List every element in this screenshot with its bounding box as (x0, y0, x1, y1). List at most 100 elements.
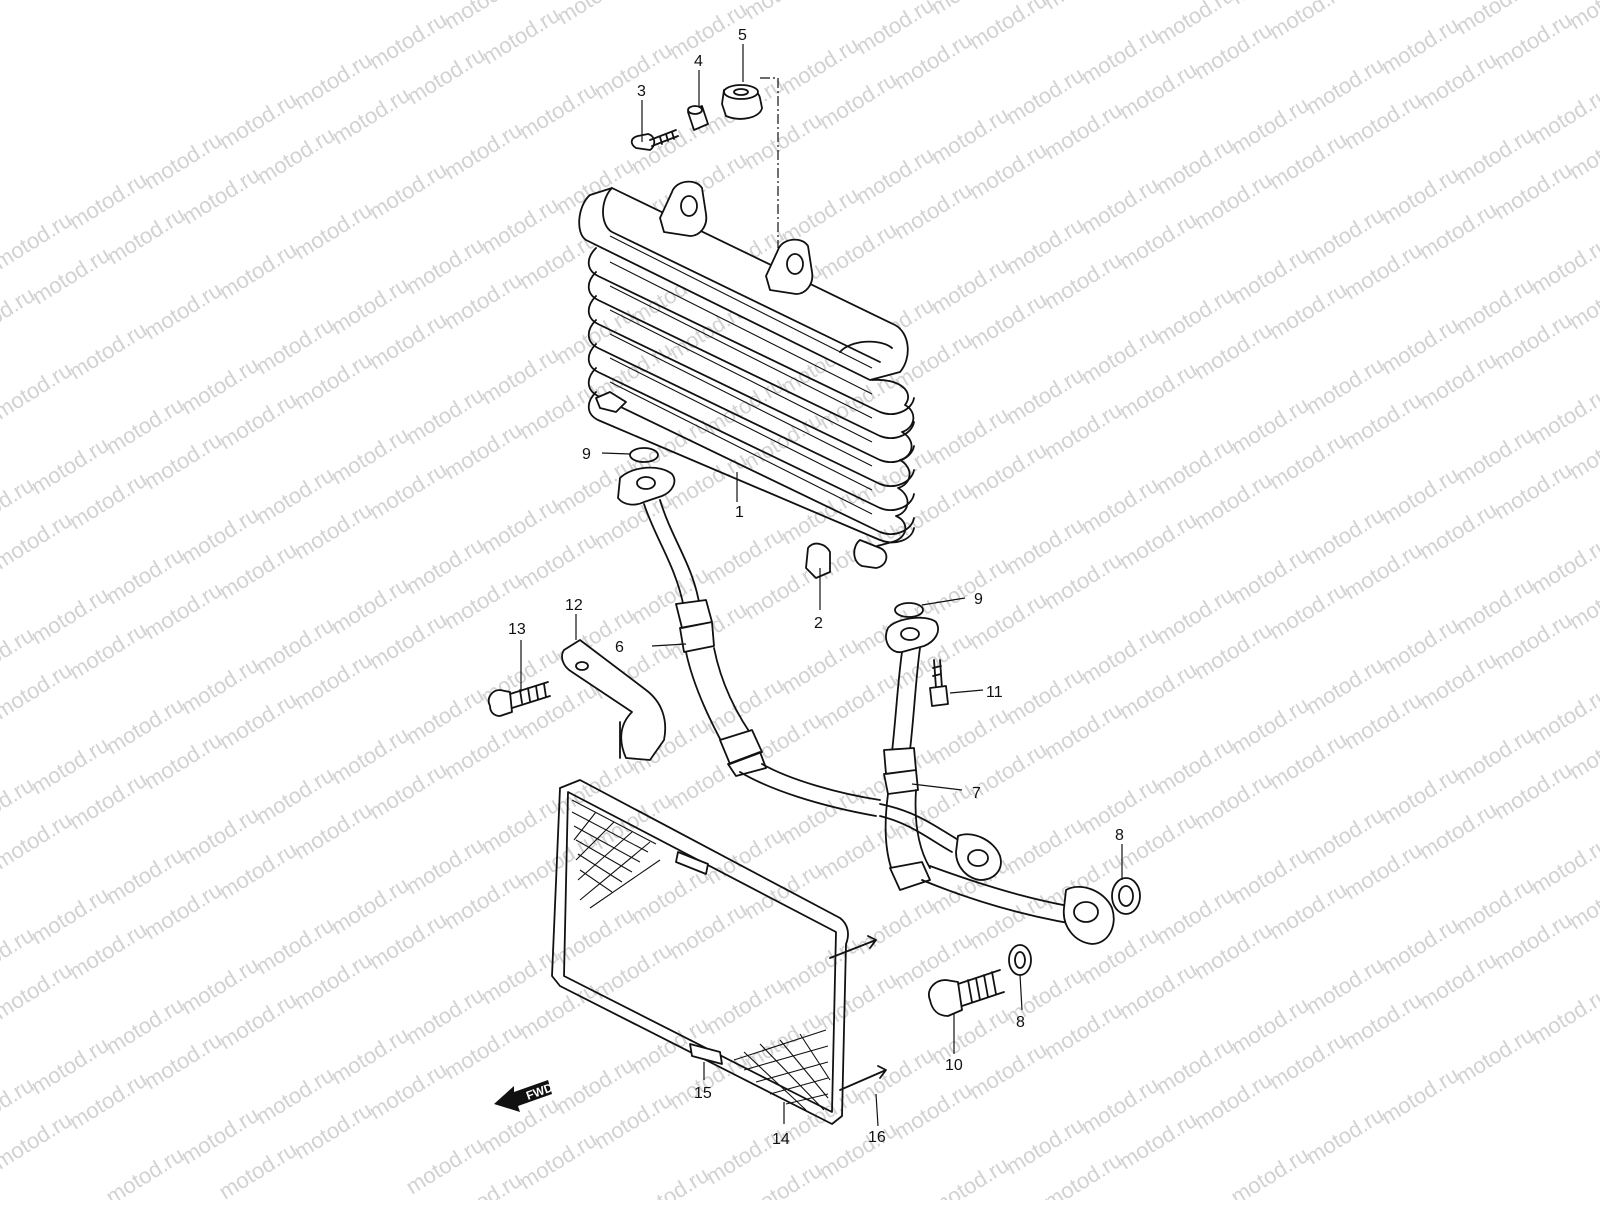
watermark-text: motod.ru (1526, 532, 1600, 599)
watermark-text: motod.ru (289, 1097, 376, 1164)
watermark-text: motod.ru (1376, 912, 1463, 979)
watermark-text: motod.ru (1001, 662, 1088, 729)
watermark-text: motod.ru (27, 242, 114, 309)
watermark-text: motod.ru (739, 857, 826, 924)
watermark-text: motod.ru (251, 1062, 338, 1129)
watermark-text: motod.ru (1451, 872, 1538, 939)
watermark-text: motod.ru (252, 122, 339, 189)
watermark-text: motod.ru (551, 1052, 638, 1119)
watermark-text: motod.ru (1376, 762, 1463, 829)
watermark-text: motod.ru (289, 197, 376, 264)
watermark-text: motod.ru (1189, 917, 1276, 984)
callout-12: 12 (565, 597, 583, 614)
watermark-text: motod.ru (1339, 0, 1426, 4)
watermark-text: motod.ru (739, 1007, 826, 1074)
watermark-text: motod.ru (814, 67, 901, 134)
watermark-text: motod.ru (176, 502, 263, 569)
watermark-text: motod.ru (1489, 457, 1576, 524)
watermark-text: motod.ru (776, 482, 863, 549)
watermark-text: motod.ru (964, 0, 1051, 54)
watermark-text: motod.ru (964, 887, 1051, 954)
watermark-text: motod.ru (326, 722, 413, 789)
watermark-text: motod.ru (1226, 542, 1313, 609)
callout-3: 3 (637, 83, 646, 100)
watermark-text: motod.ru (1264, 727, 1351, 794)
callout-11: 11 (986, 684, 1003, 701)
watermark-text: motod.ru (439, 117, 526, 184)
watermark-text: motod.ru (327, 82, 414, 149)
watermark-text: motod.ru (1114, 957, 1201, 1024)
watermark-text: motod.ru (851, 142, 938, 209)
watermark-text: motod.ru (1189, 617, 1276, 684)
watermark-text: motod.ru (926, 252, 1013, 319)
watermark-text: motod.ru (1489, 757, 1576, 824)
callout-8-lower: 8 (1016, 1014, 1025, 1031)
callout-13: 13 (508, 621, 526, 638)
watermark-text: motod.ru (1414, 497, 1501, 564)
watermark-text: motod.ru (814, 817, 901, 884)
watermark-text: motod.ru (589, 937, 676, 1004)
watermark-text: motod.ru (177, 162, 264, 229)
watermark-text: motod.ru (1489, 157, 1576, 224)
watermark-text: motod.ru (1451, 272, 1538, 339)
watermark-text: motod.ru (1526, 232, 1600, 299)
watermark-text: motod.ru (1301, 802, 1388, 869)
watermark-text: motod.ru (439, 417, 526, 484)
watermark-text: motod.ru (476, 492, 563, 559)
watermark-text: motod.ru (1001, 362, 1088, 429)
callout-10: 10 (945, 1057, 963, 1074)
watermark-text: motod.ru (401, 832, 488, 899)
watermark-text: motod.ru (214, 1137, 301, 1200)
watermark-text: motod.ru (0, 357, 76, 424)
watermark-text: motod.ru (1264, 277, 1351, 344)
watermark-text: motod.ru (1039, 0, 1126, 14)
watermark-text: motod.ru (439, 717, 526, 784)
bracket-12 (561, 639, 667, 761)
watermark-text: motod.ru (739, 407, 826, 474)
watermark-text: motod.ru (1339, 237, 1426, 304)
watermark-text: motod.ru (514, 977, 601, 1044)
watermark-text: motod.ru (1376, 312, 1463, 379)
watermark-text: motod.ru (64, 917, 151, 984)
watermark-text: motod.ru (289, 347, 376, 414)
watermark-text: motod.ru (1414, 797, 1501, 864)
watermark-text: motod.ru (1301, 352, 1388, 419)
watermark-text: motod.ru (814, 217, 901, 284)
watermark-text: motod.ru (0, 657, 76, 724)
watermark-text: motod.ru (1264, 427, 1351, 494)
watermark-text: motod.ru (139, 727, 226, 794)
watermark-text: motod.ru (1151, 732, 1238, 799)
watermark-text: motod.ru (551, 302, 638, 369)
callout-2: 2 (814, 615, 823, 632)
watermark-text: motod.ru (476, 942, 563, 1009)
banjo-bolt-10 (928, 969, 1005, 1017)
watermark-text: motod.ru (1376, 1062, 1463, 1129)
watermark-text: motod.ru (739, 0, 826, 24)
watermark-text: motod.ru (1039, 397, 1126, 464)
watermark-text: motod.ru (1264, 577, 1351, 644)
watermark-text: motod.ru (1039, 247, 1126, 314)
watermark-text: motod.ru (101, 392, 188, 459)
watermark-text: motod.ru (1451, 1022, 1538, 1089)
watermark-text: motod.ru (1301, 502, 1388, 569)
watermark-text: motod.ru (101, 542, 188, 609)
watermark-text: motod.ru (1451, 122, 1538, 189)
watermark-text: motod.ru (64, 617, 151, 684)
oil-cooler-guard-14 (551, 779, 887, 1125)
watermark-text: motod.ru (1076, 22, 1163, 89)
watermark-text: motod.ru (1076, 322, 1163, 389)
washer-8-upper (1111, 877, 1141, 915)
watermark-text: motod.ru (1076, 472, 1163, 539)
oil-hose-7 (883, 616, 1115, 945)
watermark-text: motod.ru (964, 437, 1051, 504)
watermark-text: motod.ru (776, 782, 863, 849)
watermark-text: motod.ru (514, 527, 601, 594)
watermark-text: motod.ru (1001, 1112, 1088, 1179)
o-ring-9-upper (629, 447, 659, 463)
oil-hose-6 (617, 466, 1002, 881)
watermark-text: motod.ru (364, 157, 451, 224)
watermark-text: motod.ru (514, 677, 601, 744)
watermark-text: motod.ru (289, 47, 376, 114)
watermark-text: motod.ru (814, 1117, 901, 1184)
